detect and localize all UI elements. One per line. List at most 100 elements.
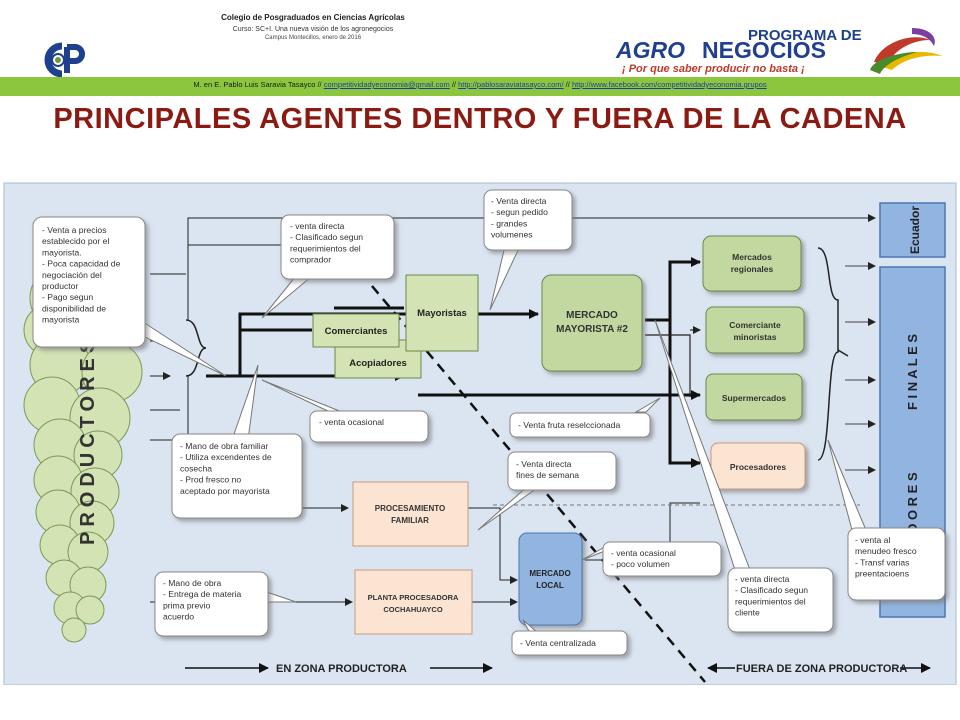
callout-line: - grandes	[491, 218, 527, 228]
callout-line: - venta ocasional	[611, 548, 676, 558]
callout-line: volumenes	[491, 230, 533, 240]
program-negocios-text: NEGOCIOS	[702, 37, 826, 63]
comerciantes-label: Comerciantes	[325, 326, 388, 337]
course-name: Curso: SC+I. Una nueva visión de los agr…	[232, 26, 394, 33]
mayoristas-node: Mayoristas	[405, 274, 479, 352]
fuera-zona-label: FUERA DE ZONA PRODUCTORA	[736, 663, 907, 675]
callout-line: - Mano de obra	[163, 578, 222, 588]
svg-text:- Venta directa- segun pedido-: - Venta directa- segun pedido- grandes vo…	[491, 196, 548, 240]
agronegocios-logo: PROGRAMA DE AGRO NEGOCIOS ¡ Por que sabe…	[615, 27, 942, 75]
program-top-text: PROGRAMA DE	[748, 27, 862, 44]
svg-text:- venta ocasional: - venta ocasional	[319, 417, 384, 427]
slogan-text: ¡ Por que saber producir no basta ¡	[622, 63, 805, 75]
mercado-mayorista-line1: MERCADO	[566, 310, 618, 321]
contact-line: M. en E. Pablo Luis Saravia Tasayco // c…	[0, 80, 960, 89]
callout-line: productor	[42, 281, 78, 291]
callout-line: menudeo fresco	[855, 546, 917, 556]
author-name: M. en E. Pablo Luis Saravia Tasayco	[193, 80, 316, 89]
callout-line: requerimientos del	[290, 243, 361, 253]
callout-line: - venta al	[855, 535, 890, 545]
planta-procesadora-node: PLANTA PROCESADORA COCHAHUAYCO	[354, 569, 473, 635]
facebook-link[interactable]: http://www.facebook.com/competitividadye…	[571, 80, 767, 89]
page-title: PRINCIPALES AGENTES DENTRO Y FUERA DE LA…	[53, 103, 907, 135]
callout-line: - Entrega de materia	[163, 589, 242, 599]
callout-line: aceptado por mayorista	[180, 486, 270, 496]
callout-venta-centralizada: - Venta centralizada	[511, 630, 628, 656]
callout-line: - Venta a precios	[42, 225, 107, 235]
market-brace	[817, 247, 839, 461]
svg-text:- venta ocasional- poco volume: - venta ocasional- poco volumen	[611, 548, 676, 569]
callout-line: requerimientos del	[735, 596, 806, 606]
callout-line: - Utiliza excendentes de	[180, 452, 272, 462]
zona-productora-label: EN ZONA PRODUCTORA	[276, 663, 407, 675]
callout-line: - Prod fresco no	[180, 475, 241, 485]
ecuador-label: Ecuador	[908, 206, 922, 254]
callout-poco-volumen: - venta ocasional- poco volumen	[602, 541, 722, 577]
separator: //	[451, 80, 456, 89]
callout-line: - Pago segun	[42, 292, 93, 302]
planta-procesadora-line1: PLANTA PROCESADORA	[368, 593, 459, 602]
planta-procesadora-line2: COCHAHUAYCO	[383, 605, 442, 614]
comerciante-minoristas-line2: minoristas	[734, 332, 777, 342]
college-name: Colegio de Posgraduados en Ciencias Agrí…	[221, 13, 405, 22]
producer-brace	[185, 319, 207, 377]
value-chain-diagram: PRODUCTORES	[3, 182, 957, 685]
mayoristas-label: Mayoristas	[417, 308, 467, 319]
callout-line: - Clasificado segun	[290, 232, 363, 242]
mercados-regionales-line2: regionales	[731, 264, 774, 274]
callout-line: cosecha	[180, 463, 212, 473]
callout-line: establecido por el	[42, 236, 109, 246]
mercados-regionales-node: Mercados regionales	[702, 235, 802, 292]
email-link[interactable]: competitividadyeconomia@gmail.com	[323, 80, 450, 89]
productores-label: PRODUCTORES	[77, 335, 99, 545]
campus-line: Campus Montecillos, enero de 2016	[264, 35, 362, 41]
mercado-local-line2: LOCAL	[536, 581, 564, 590]
callout-line: - Transf varias	[855, 557, 909, 567]
blog-link[interactable]: http://pablosaraviatasayco.com/	[458, 80, 564, 89]
procesadores-node: Procesadores	[710, 442, 806, 490]
supermercados-node: Supermercados	[705, 373, 803, 421]
callout-line: - venta directa	[290, 221, 345, 231]
mercado-mayorista-node: MERCADO MAYORISTA #2	[541, 274, 643, 372]
callout-line: - Poca capacidad de	[42, 259, 121, 269]
supermercados-label: Supermercados	[722, 393, 787, 403]
callout-line: comprador	[290, 255, 331, 265]
callout-line: - Venta centralizada	[520, 638, 596, 648]
mercados-regionales-line1: Mercados	[732, 252, 772, 262]
procesamiento-familiar-line1: PROCESAMIENTO	[375, 504, 446, 513]
callout-line: - Venta fruta reselccionada	[518, 420, 620, 430]
svg-text:- venta directa- Clasificado s: - venta directa- Clasificado segunrequer…	[735, 574, 808, 618]
callout-line: - venta directa	[735, 574, 790, 584]
cp-logo	[44, 42, 85, 78]
ecuador-box	[879, 202, 946, 258]
callout-line: cliente	[735, 608, 760, 618]
svg-text:- Venta centralizada: - Venta centralizada	[520, 638, 596, 648]
callout-line: preentacioens	[855, 569, 909, 579]
callout-line: fines de semana	[516, 470, 579, 480]
callout-line: acuerdo	[163, 612, 194, 622]
callout-line: - segun pedido	[491, 207, 548, 217]
svg-text:- Mano de obra familiar- Utili: - Mano de obra familiar- Utiliza excende…	[180, 441, 272, 496]
callout-line: - Clasificado segun	[735, 585, 808, 595]
svg-text:- Mano de obra- Entrega de mat: - Mano de obra- Entrega de materiaprima …	[163, 578, 242, 622]
callout-line: - Mano de obra familiar	[180, 441, 269, 451]
comerciante-minoristas-line1: Comerciante	[729, 320, 781, 330]
callout-line: prima previo	[163, 600, 211, 610]
mercado-local-line1: MERCADO	[529, 569, 570, 578]
procesadores-label: Procesadores	[730, 462, 786, 472]
svg-text:- venta directa- Clasificado s: - venta directa- Clasificado segunrequer…	[290, 221, 363, 265]
callout-line: mayorista.	[42, 247, 82, 257]
callout-line: - Venta directa	[491, 196, 547, 206]
callout-venta-pedido: - Venta directa- segun pedido- grandes vo…	[483, 189, 573, 251]
callout-line: - poco volumen	[611, 559, 670, 569]
svg-text:- Venta fruta reselccionada: - Venta fruta reselccionada	[518, 420, 620, 430]
callout-line: negociación del	[42, 270, 102, 280]
program-agro-text: AGRO	[615, 37, 685, 63]
